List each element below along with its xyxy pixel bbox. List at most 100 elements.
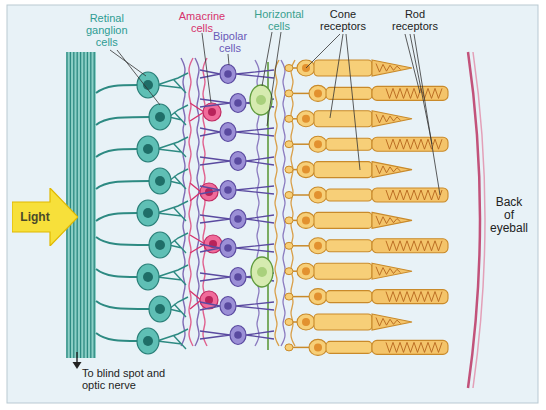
receptor-terminal [285,319,293,326]
ganglion-dendrite [169,297,188,317]
receptor-terminal [285,293,293,300]
cone-outer-segment [372,111,412,127]
horizontal-cell [250,85,272,115]
plexiform-fiber [291,60,295,346]
disc-stack [376,64,401,73]
leader-line [117,50,160,105]
amacrine-nucleus [208,108,216,116]
cone-outer-segment [372,212,412,228]
frame [7,5,538,403]
inner-segment [314,162,372,178]
horizontal-cell [251,257,273,287]
receptor-body [309,339,327,355]
bipolar-cell [230,326,246,345]
ganglion-nucleus [143,208,153,218]
part-label: Cone receptors [316,8,370,32]
rod-outer-segment [372,188,448,202]
bipolar-process [200,302,274,310]
receptor-terminal [285,65,293,72]
disc-stack [386,292,442,302]
disc-stack [386,88,442,98]
plexiform-fiber [281,60,285,346]
bipolar-nucleus [224,128,232,136]
leader-line [306,34,340,68]
receptor-nucleus [302,267,310,275]
inner-segment [326,189,372,201]
inner-segment [314,263,372,279]
bipolar-process [200,70,274,78]
receptor-terminal [285,192,293,199]
receptor-body [309,289,327,305]
leader-line [405,34,420,93]
bipolar-process [200,244,274,252]
bipolar-cell [230,94,246,113]
receptor-terminal [285,166,293,173]
part-label: Bipolar cells [209,30,251,54]
bipolar-cell [230,210,246,229]
receptor-body [297,314,315,330]
receptor-nucleus [314,293,322,301]
inner-segment [326,138,372,150]
disc-stack [376,165,401,174]
receptor-nucleus [302,115,310,123]
nerve-arrow-head [73,362,82,369]
rod-outer-segment [372,239,448,253]
node-text: Light [12,209,58,225]
ganglion-axon [96,269,138,277]
disc-stack [386,190,442,200]
bipolar-cell [220,297,236,316]
nerve-fiber [87,52,88,358]
part-label: Back of eyeball [490,196,528,235]
receptor-terminal [285,268,293,275]
part-label: Rod receptors [388,8,442,32]
bipolar-cell [220,65,236,84]
ganglion-dendrite [157,73,188,93]
bipolar-nucleus [234,273,242,281]
part-label: Horizontal cells [250,8,308,32]
eyeball-wall [468,52,480,388]
bipolar-nucleus [224,186,232,194]
inner-segment [314,111,372,127]
rod-outer-segment [372,290,448,304]
ganglion-nucleus [155,176,165,186]
ganglion-dendrite [157,201,188,221]
nerve-fiber [77,52,78,358]
inner-segment [314,60,372,76]
part-label: To blind spot and optic nerve [82,367,178,391]
plexiform-fiber [189,58,193,346]
ganglion-cell [149,104,171,130]
bipolar-nucleus [224,302,232,310]
bipolar-nucleus [234,331,242,339]
receptor-nucleus [314,191,322,199]
horizontal-nucleus [256,95,266,105]
ganglion-cell [137,264,159,290]
horizontal-nucleus [257,267,267,277]
leader-line [267,32,281,126]
ganglion-dendrite [157,329,188,349]
ganglion-cell [137,72,159,98]
nerve-fiber [94,52,95,358]
bipolar-process [200,128,274,136]
ganglion-axon [96,213,138,221]
bipolar-nucleus [234,99,242,107]
receptor-nucleus [302,166,310,174]
amacrine-process [190,103,204,121]
leader-line [330,34,343,118]
bipolar-cell [230,268,246,287]
disc-stack [386,139,442,149]
leader-line [228,54,229,65]
bipolar-cell [220,181,236,200]
ganglion-cell [137,136,159,162]
bipolar-process [200,186,274,194]
receptor-terminal [285,344,293,351]
receptor-body [309,187,327,203]
receptor-nucleus [302,216,310,224]
ganglion-cell [149,168,171,194]
disc-stack [376,267,401,276]
ganglion-axon [96,301,150,309]
inner-segment [326,291,372,303]
ganglion-axon [96,237,150,245]
